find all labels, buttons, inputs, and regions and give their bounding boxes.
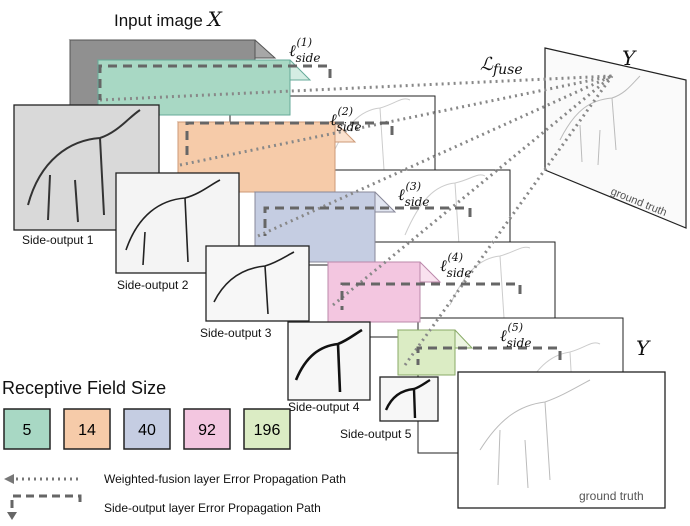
legend-swatch-14 [63, 408, 111, 450]
ground-truth-var-top: Y [622, 46, 637, 70]
side-loss-4: ℓside(4) [440, 251, 471, 280]
legend-value-92: 92 [198, 422, 216, 439]
legend-swatch-92 [183, 408, 231, 450]
ground-truth-var-bottom: Y [636, 336, 651, 360]
fusion-paths [99, 74, 614, 366]
side-output-5-label: Side-output 5 [340, 427, 412, 441]
ground-truth-bottom: ground truth [457, 371, 666, 509]
side-output-arrow-icon [7, 512, 17, 520]
network-blocks [68, 39, 474, 376]
receptive-field-legend: 5 14 40 92 196 [3, 408, 291, 450]
legend-swatch-5 [3, 408, 51, 450]
ground-truth-top: ground truth [544, 47, 687, 229]
side-output-line [10, 494, 82, 512]
weighted-fusion-arrow-icon [4, 474, 14, 484]
legend-value-40: 40 [138, 422, 156, 439]
ground-truth-bottom-label: ground truth [579, 489, 644, 503]
path-legend: Weighted-fusion layer Error Propagation … [4, 472, 346, 520]
legend-value-196: 196 [254, 422, 281, 439]
side-loss-2: ℓside(2) [330, 105, 361, 134]
legend-swatch-196 [243, 408, 291, 450]
side-output-1-label: Side-output 1 [22, 233, 94, 247]
side-output-3-label: Side-output 3 [200, 326, 272, 340]
legend-value-5: 5 [23, 422, 32, 439]
side-loss-1: ℓside(1) [289, 36, 320, 65]
legend-title: Receptive Field Size [2, 378, 166, 398]
input-image-title: Input image X [114, 7, 223, 31]
weighted-fusion-label: Weighted-fusion layer Error Propagation … [104, 472, 346, 486]
legend-value-14: 14 [78, 422, 96, 439]
side-loss-5: ℓside(5) [500, 321, 531, 350]
side-output-4-label: Side-output 4 [288, 400, 360, 414]
side-output-images [13, 104, 439, 422]
side-output-paths [98, 64, 562, 365]
side-output-2-label: Side-output 2 [117, 278, 189, 292]
side-loss-3: ℓside(3) [398, 180, 429, 209]
legend-swatch-40 [123, 408, 171, 450]
side-output-path-label: Side-output layer Error Propagation Path [104, 501, 321, 515]
loss-fuse: ℒfuse [480, 54, 523, 78]
